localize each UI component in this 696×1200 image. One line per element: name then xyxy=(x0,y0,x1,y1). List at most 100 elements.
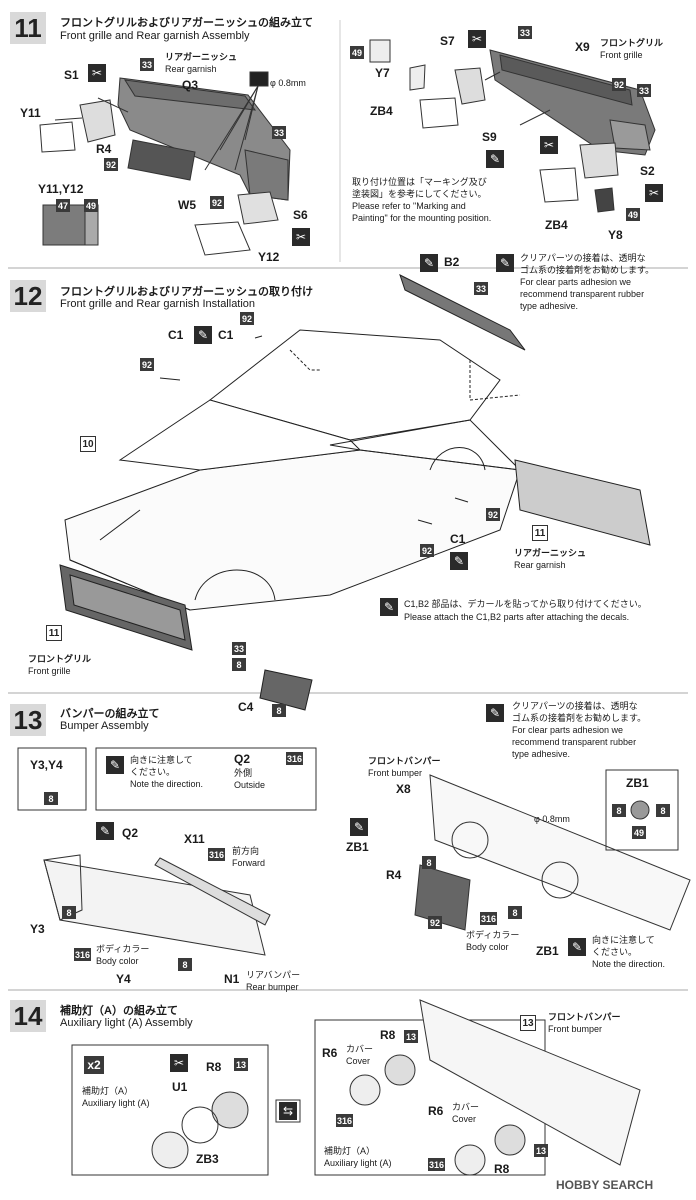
label-y11-y12: Y11,Y12 xyxy=(38,182,84,196)
label-s9: S9 xyxy=(482,130,497,144)
paint-code: 8 xyxy=(272,704,286,717)
paint-code: 49 xyxy=(626,208,640,221)
label-s7: S7 xyxy=(440,34,455,48)
part-code: 92 xyxy=(428,916,442,929)
decal-note-jp: C1,B2 部品は、デカールを貼ってから取り付けてください。 xyxy=(404,599,647,609)
paint-code: 47 xyxy=(56,199,70,212)
part-code: 92 xyxy=(210,196,224,209)
glue-icon: ✎ xyxy=(194,326,212,344)
direction-note-en: Note the direction. xyxy=(130,779,204,789)
label-y3: Y3 xyxy=(30,922,45,936)
paint-code: 8 xyxy=(508,906,522,919)
step-11-title-jp: フロントグリルおよびリアガーニッシュの組み立て xyxy=(60,17,313,29)
label-q2: Q2 xyxy=(234,752,251,766)
body-color-en: Body color xyxy=(466,942,509,952)
clear-note-en-1: For clear parts adhesion we xyxy=(512,725,624,735)
part-code: 33 xyxy=(637,84,651,97)
cement-icon: ✂ xyxy=(645,184,663,202)
front-grille-jp: フロントグリル xyxy=(600,38,664,48)
mount-note-en-2: Painting" for the mounting position. xyxy=(352,213,492,223)
label-zb4-a: ZB4 xyxy=(370,104,393,118)
step-13-title-en: Bumper Assembly xyxy=(60,720,149,732)
forward-jp: 前方向 xyxy=(232,846,260,856)
label-y11: Y11 xyxy=(20,106,41,120)
paint-code: 8 xyxy=(62,906,76,919)
label-x11: X11 xyxy=(184,832,205,846)
glue-icon: ✎ xyxy=(496,254,514,272)
paint-code: 316 xyxy=(336,1114,354,1127)
clear-note-jp-1: クリアパーツの接着は、透明な xyxy=(512,701,638,711)
part-code-front: 11 xyxy=(46,625,62,641)
rear-garnish-en: Rear garnish xyxy=(514,560,566,570)
quantity-badge: x2 xyxy=(84,1056,104,1074)
body-color-en: Body color xyxy=(96,956,139,966)
label-n1: N1 xyxy=(224,972,240,986)
flip-arrows-icon: ⇆ xyxy=(279,1102,297,1120)
label-y8: Y8 xyxy=(608,228,623,242)
part-code: 92 xyxy=(240,312,254,325)
part-code-body: 10 xyxy=(80,436,96,452)
step-12-number: 12 xyxy=(10,280,46,312)
cement-icon: ✂ xyxy=(88,64,106,82)
label-q3: Q3 xyxy=(182,78,199,92)
forward-en: Forward xyxy=(232,858,266,868)
body-color-jp: ボディカラー xyxy=(96,944,150,954)
step-14-title-jp: 補助灯（A）の組み立て xyxy=(60,1005,178,1017)
label-r4: R4 xyxy=(96,142,112,156)
label-y7: Y7 xyxy=(375,66,390,80)
outside-jp: 外側 xyxy=(234,768,253,778)
part-code: 92 xyxy=(420,544,434,557)
label-r8-b: R8 xyxy=(380,1028,396,1042)
direction-note-en: Note the direction. xyxy=(592,959,666,969)
label-zb1-b: ZB1 xyxy=(536,944,559,958)
glue-icon: ✎ xyxy=(96,822,114,840)
clear-note-en-3: type adhesive. xyxy=(520,301,579,311)
cover-en: Cover xyxy=(346,1056,371,1066)
part-code: 33 xyxy=(272,126,286,139)
aux-light-jp: 補助灯（A） xyxy=(82,1086,134,1096)
decal-note-en: Please attach the C1,B2 parts after atta… xyxy=(404,612,630,622)
aux-light-en: Auxiliary light (A) xyxy=(324,1158,392,1168)
front-bumper-jp: フロントバンパー xyxy=(368,756,441,766)
cement-icon: ✂ xyxy=(170,1054,188,1072)
rear-garnish-jp: リアガーニッシュ xyxy=(165,52,238,62)
label-y12: Y12 xyxy=(258,250,280,264)
step-11-number: 11 xyxy=(10,12,46,44)
clear-note-en-3: type adhesive. xyxy=(512,749,571,759)
part-code: 92 xyxy=(104,158,118,171)
paint-code: 13 xyxy=(404,1030,418,1043)
paint-code: 316 xyxy=(286,752,304,765)
front-bumper-en: Front bumper xyxy=(368,768,423,778)
label-zb1-a: ZB1 xyxy=(346,840,369,854)
paint-code: 316 xyxy=(428,1158,446,1171)
paint-code: 8 xyxy=(422,856,436,869)
paint-code: 49 xyxy=(350,46,364,59)
rear-garnish-en: Rear garnish xyxy=(165,64,217,74)
glue-icon: ✎ xyxy=(450,552,468,570)
label-c1-b: C1 xyxy=(218,328,234,342)
paint-code: 316 xyxy=(74,948,92,961)
front-bumper-jp: フロントバンパー xyxy=(548,1012,621,1022)
cement-icon: ✂ xyxy=(540,136,558,154)
glue-icon: ✎ xyxy=(380,598,398,616)
front-grille-jp: フロントグリル xyxy=(28,654,92,664)
paint-code: 13 xyxy=(234,1058,248,1071)
label-zb4-b: ZB4 xyxy=(545,218,568,232)
mount-note-jp-1: 取り付け位置は「マーキング及び xyxy=(352,177,487,187)
direction-note-jp-1: 向きに注意して xyxy=(130,755,193,765)
label-s6: S6 xyxy=(293,208,308,222)
glue-icon: ✎ xyxy=(106,756,124,774)
label-zb1-box: ZB1 xyxy=(626,776,649,790)
step-14-number: 14 xyxy=(10,1000,46,1032)
mount-note-en-1: Please refer to "Marking and xyxy=(352,201,466,211)
glue-icon: ✎ xyxy=(486,150,504,168)
paint-code: 8 xyxy=(612,804,626,817)
label-s2: S2 xyxy=(640,164,655,178)
front-bumper-en: Front bumper xyxy=(548,1024,603,1034)
aux-light-jp: 補助灯（A） xyxy=(324,1146,376,1156)
part-code: 33 xyxy=(474,282,488,295)
cement-icon: ✂ xyxy=(468,30,486,48)
cover-en: Cover xyxy=(452,1114,477,1124)
label-y3-y4: Y3,Y4 xyxy=(30,758,63,772)
